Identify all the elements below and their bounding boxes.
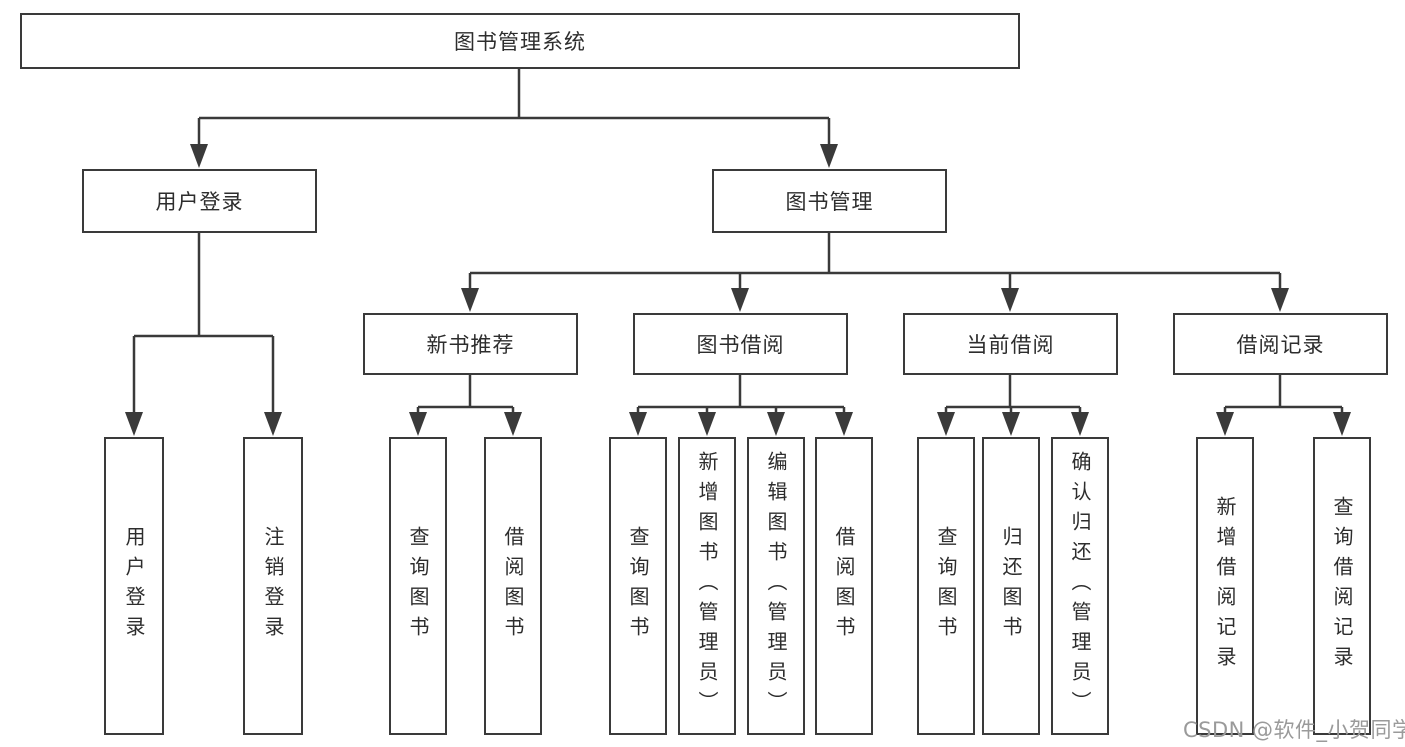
leaf-borrow-books: 借阅图书 xyxy=(815,437,873,735)
leaf-user-login: 用户登录 xyxy=(104,437,164,735)
node-label: 查询图书 xyxy=(934,526,958,646)
leaf-query-books-borrow: 查询图书 xyxy=(609,437,667,735)
node-label: 借阅图书 xyxy=(832,526,856,646)
node-label: 归还图书 xyxy=(999,526,1023,646)
leaf-add-borrow-record: 新增借阅记录 xyxy=(1196,437,1254,735)
node-label: 新增图书（管理员） xyxy=(695,451,719,721)
node-label: 用户登录 xyxy=(122,526,146,646)
leaf-logout: 注销登录 xyxy=(243,437,303,735)
node-borrow-records: 借阅记录 xyxy=(1173,313,1388,375)
leaf-edit-books-admin: 编辑图书（管理员） xyxy=(747,437,805,735)
leaf-confirm-return-admin: 确认归还（管理员） xyxy=(1051,437,1109,735)
node-label: 图书管理系统 xyxy=(454,30,586,54)
leaf-query-borrow-record: 查询借阅记录 xyxy=(1313,437,1371,735)
leaf-query-books-current: 查询图书 xyxy=(917,437,975,735)
node-label: 查询借阅记录 xyxy=(1330,496,1354,676)
node-library-management-system: 图书管理系统 xyxy=(20,13,1020,69)
node-label: 新增借阅记录 xyxy=(1213,496,1237,676)
node-label: 借阅图书 xyxy=(501,526,525,646)
leaf-query-books-recommend: 查询图书 xyxy=(389,437,447,735)
node-book-management: 图书管理 xyxy=(712,169,947,233)
node-label: 查询图书 xyxy=(406,526,430,646)
node-label: 新书推荐 xyxy=(426,333,515,357)
node-current-borrow: 当前借阅 xyxy=(903,313,1118,375)
node-user-login: 用户登录 xyxy=(82,169,317,233)
node-label: 确认归还（管理员） xyxy=(1068,451,1092,721)
node-book-borrow: 图书借阅 xyxy=(633,313,848,375)
leaf-borrow-books-recommend: 借阅图书 xyxy=(484,437,542,735)
node-label: 借阅记录 xyxy=(1236,333,1325,357)
leaf-return-books: 归还图书 xyxy=(982,437,1040,735)
leaf-add-books-admin: 新增图书（管理员） xyxy=(678,437,736,735)
node-new-book-recommend: 新书推荐 xyxy=(363,313,578,375)
csdn-watermark: CSDN @软件_小贺同学 xyxy=(1183,718,1405,742)
node-label: 编辑图书（管理员） xyxy=(764,451,788,721)
node-label: 查询图书 xyxy=(626,526,650,646)
node-label: 当前借阅 xyxy=(966,333,1055,357)
node-label: 用户登录 xyxy=(155,190,244,214)
node-label: 注销登录 xyxy=(261,526,285,646)
node-label: 图书管理 xyxy=(785,190,874,214)
node-label: 图书借阅 xyxy=(696,333,785,357)
